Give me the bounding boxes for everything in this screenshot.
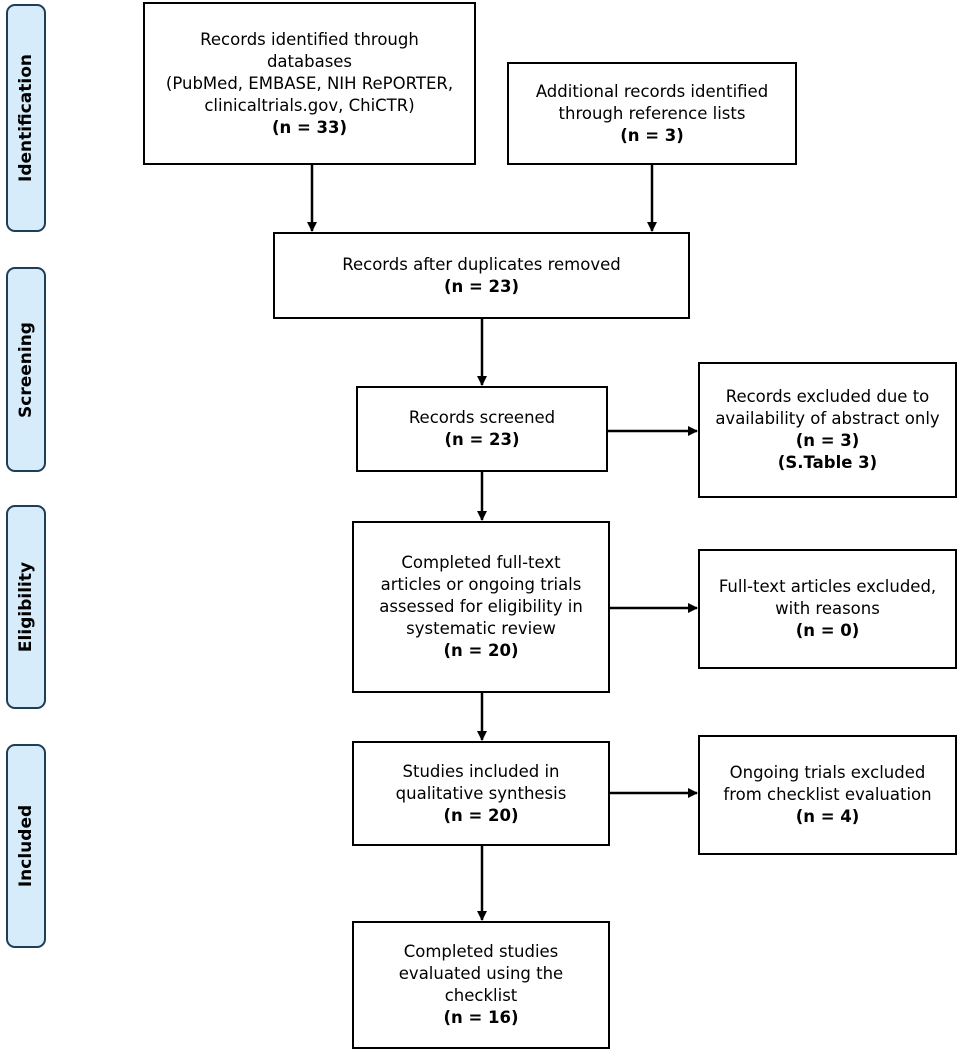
box-studies-qualitative-synthesis-count: (n = 20) [443,805,519,825]
box-records-identified-databases: Records identified through databases (Pu… [143,2,476,165]
box-studies-qualitative-synthesis-text: Studies included in qualitative synthesi… [395,761,567,803]
box-full-text-excluded-count: (n = 0) [795,621,860,640]
box-records-screened-text: Records screened [408,408,556,427]
box-full-text-excluded: Full-text articles excluded, with reason… [698,549,957,669]
box-records-after-duplicates-text: Records after duplicates removed [342,254,621,274]
phase-identification: Identification [6,4,46,232]
box-full-text-assessed: Completed full-text articles or ongoing … [352,521,610,693]
phase-screening: Screening [6,267,46,472]
phase-included: Included [6,744,46,948]
box-records-after-duplicates-count: (n = 23) [443,276,520,296]
box-records-screened-count: (n = 23) [444,430,520,449]
box-ongoing-trials-excluded-text: Ongoing trials excluded from checklist e… [723,763,932,804]
box-full-text-assessed-count: (n = 20) [443,641,519,660]
box-studies-qualitative-synthesis: Studies included in qualitative synthesi… [352,741,610,846]
box-records-excluded-abstract: Records excluded due to availability of … [698,362,957,498]
box-additional-records-references-text: Additional records identified through re… [535,81,769,123]
box-records-excluded-abstract-note: (S.Table 3) [777,453,878,472]
phase-eligibility: Eligibility [6,505,46,709]
box-records-screened: Records screened (n = 23) [356,386,608,472]
box-records-identified-databases-count: (n = 33) [271,117,348,137]
box-additional-records-references: Additional records identified through re… [507,62,797,165]
box-records-excluded-abstract-text: Records excluded due to availability of … [715,387,940,428]
box-full-text-assessed-text: Completed full-text articles or ongoing … [379,553,583,638]
box-completed-studies-checklist: Completed studies evaluated using the ch… [352,921,610,1049]
box-full-text-excluded-text: Full-text articles excluded, with reason… [718,577,937,618]
box-records-excluded-abstract-count: (n = 3) [795,431,860,450]
box-completed-studies-checklist-count: (n = 16) [443,1008,519,1027]
box-additional-records-references-count: (n = 3) [620,125,684,145]
box-records-after-duplicates: Records after duplicates removed (n = 23… [273,232,690,319]
box-ongoing-trials-excluded: Ongoing trials excluded from checklist e… [698,735,957,855]
box-ongoing-trials-excluded-count: (n = 4) [795,807,860,826]
box-records-identified-databases-text: Records identified through databases (Pu… [165,29,454,115]
box-completed-studies-checklist-text: Completed studies evaluated using the ch… [398,942,564,1005]
